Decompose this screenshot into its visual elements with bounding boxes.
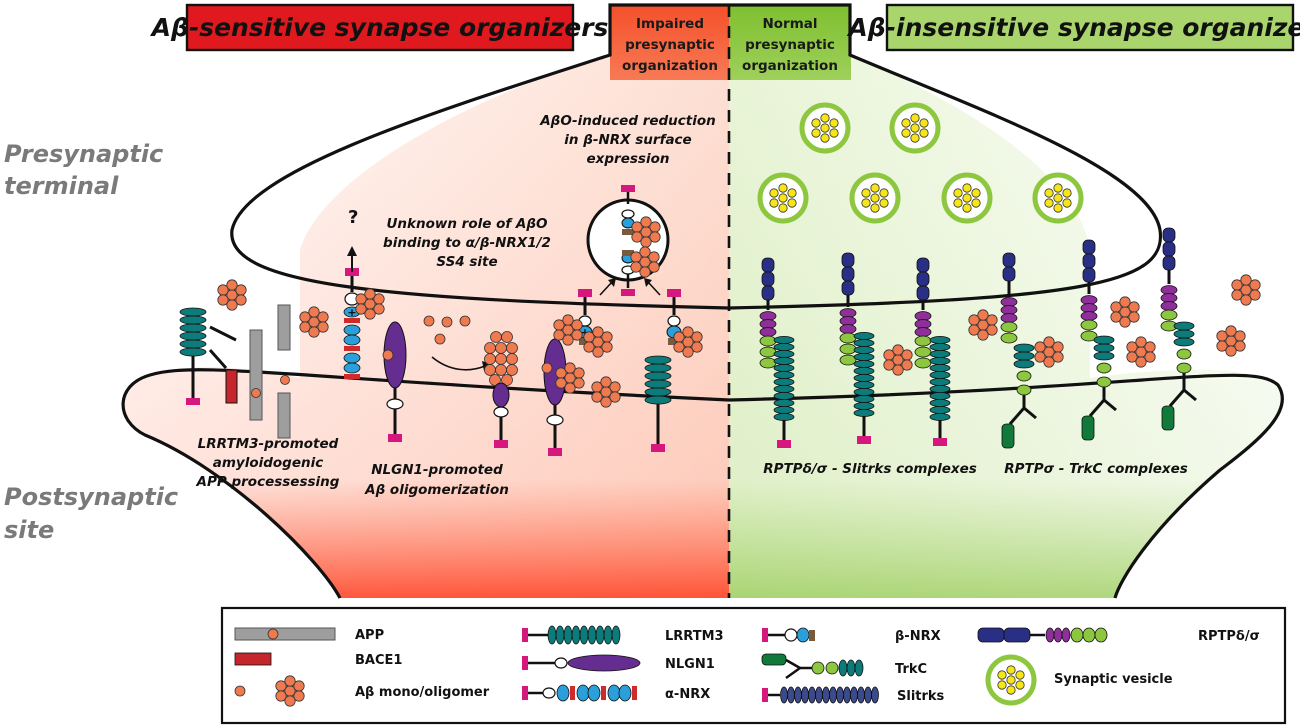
synaptic-vesicle [892,105,938,151]
lrrtm3-anchor [186,398,200,405]
impaired-line-2: presynaptic [625,37,715,53]
rptp-slitrks-complex [759,257,795,448]
legend-vesicle-label: Synaptic vesicle [1054,672,1173,687]
legend-nlgn1-label: NLGN1 [665,657,715,672]
lrrtm3-caption: LRRTM3-promoted amyloidogenic APP proces… [196,436,340,490]
unknown-role-line-2: binding to α/β-NRX1/2 [383,235,551,251]
unknown-role-line-1: Unknown role of AβO [386,216,547,232]
abo-reduction-line-1: AβO-induced reduction [539,113,716,129]
legend-lrrtm3-label: LRRTM3 [665,629,724,644]
legend-bace1: BACE1 [234,652,402,668]
bace1 [225,369,238,404]
legend-abeta: Aβ mono/oligomer [234,675,490,707]
svg-text:+: + [347,306,356,319]
unknown-role-line-3: SS4 site [436,254,497,270]
rptp-trkc-caption: RPTPσ - TrkC complexes [1004,461,1188,477]
normal-line-1: Normal [762,16,817,32]
abo-reduction-line-3: expression [587,151,670,167]
rptp-trkc-complexes [1000,227,1197,449]
nlgn1-oligomer [484,331,518,448]
legend-abeta-label: Aβ mono/oligomer [355,685,490,700]
nlgn1-caption: NLGN1-promoted Aβ oligomerization [364,462,509,498]
synaptic-vesicle [852,175,898,221]
question-mark: ? [348,207,358,228]
rptp-trkc-complex [1000,252,1037,449]
postsynaptic-line-1: Postsynaptic [4,483,178,511]
synaptic-vesicle [802,105,848,151]
abo-reduction-line-2: in β-NRX surface [564,132,691,148]
rptp-slitrks-complex [839,252,875,444]
beta-nrx-group: + [553,185,703,358]
legend-frame [220,606,1287,725]
legend-beta-nrx: β-NRX [762,627,941,644]
lrrtm3-caption-line-2: amyloidogenic [213,455,324,471]
impaired-line-1: Impaired [636,16,704,32]
header-left-text: Aβ-sensitive synapse organizers [150,13,609,42]
legend-alpha-nrx-label: α-NRX [665,687,710,702]
legend-slitrks-label: Slitrks [897,689,945,704]
rptp-slitrks-caption: RPTPδ/σ - Slitrks complexes [763,461,977,477]
nlgn1-caption-line-1: NLGN1-promoted [371,462,503,478]
legend-trkc: TrkC [761,653,927,680]
background-shape [121,3,1284,599]
header-right-text: Aβ-insensitive synapse organizers [846,13,1300,42]
lrrtm3-caption-line-1: LRRTM3-promoted [198,436,339,452]
legend-app-label: APP [355,628,384,643]
arrow-icon [647,281,661,296]
arrow-icon [599,281,613,296]
rptp-slitrks-complex [914,257,951,446]
arrow-icon [431,356,486,371]
header-left: Aβ-sensitive synapse organizers [150,3,609,52]
legend-rptp-label: RPTPδ/σ [1198,629,1260,644]
synaptic-vesicle [760,175,806,221]
normal-line-2: presynaptic [745,37,835,53]
legend-vesicle: Synaptic vesicle [988,657,1173,703]
legend-nlgn1: NLGN1 [522,654,715,672]
postsynaptic-label: Postsynaptic site [4,483,178,544]
lrrtm3-free [644,355,672,452]
rptp-trkc-complex [1080,239,1117,441]
right-captions: RPTPδ/σ - Slitrks complexes RPTPσ - TrkC… [763,461,1188,477]
lrrtm3-caption-line-3: APP processessing [196,474,340,490]
legend: APP BACE1 Aβ mono/oligomer LRRTM3 [220,606,1287,725]
impaired-label: Impaired presynaptic organization [622,16,718,74]
impaired-line-3: organization [622,58,718,74]
legend-lrrtm3: LRRTM3 [522,625,724,645]
legend-beta-nrx-label: β-NRX [895,629,941,644]
legend-rptp: RPTPδ/σ [977,627,1260,644]
presynaptic-line-2: terminal [4,172,119,200]
legend-slitrks: Slitrks [762,686,945,704]
app-fragment [277,392,291,439]
abo-reduction-label: AβO-induced reduction in β-NRX surface e… [539,113,716,167]
legend-bace1-label: BACE1 [355,653,402,668]
presynaptic-label: Presynaptic terminal [4,140,163,200]
postsynaptic-line-2: site [4,516,54,544]
header-right: Aβ-insensitive synapse organizers [846,3,1300,52]
normal-line-3: organization [742,58,838,74]
normal-label: Normal presynaptic organization [742,16,838,74]
app-fragment [277,304,291,351]
unknown-role-label: Unknown role of AβO binding to α/β-NRX1/… [383,216,551,270]
synaptic-vesicle [944,175,990,221]
nlgn1-caption-line-2: Aβ oligomerization [364,482,509,498]
alpha-nrx: + ? [343,207,385,379]
lrrtm3-app-group [179,279,329,439]
rptp-slitrks-complexes [759,252,951,448]
legend-trkc-label: TrkC [895,662,927,677]
svg-text:+: + [580,326,589,339]
lrrtm3-stack [179,307,207,357]
legend-app: APP [234,627,384,643]
presynaptic-line-1: Presynaptic [4,140,163,168]
synaptic-vesicle [1035,175,1081,221]
rptp-trkc-complex [1160,227,1197,431]
legend-alpha-nrx: α-NRX [522,684,710,702]
nlgn1-left [382,315,492,442]
nlgn1-right [541,338,621,456]
app [249,329,263,421]
